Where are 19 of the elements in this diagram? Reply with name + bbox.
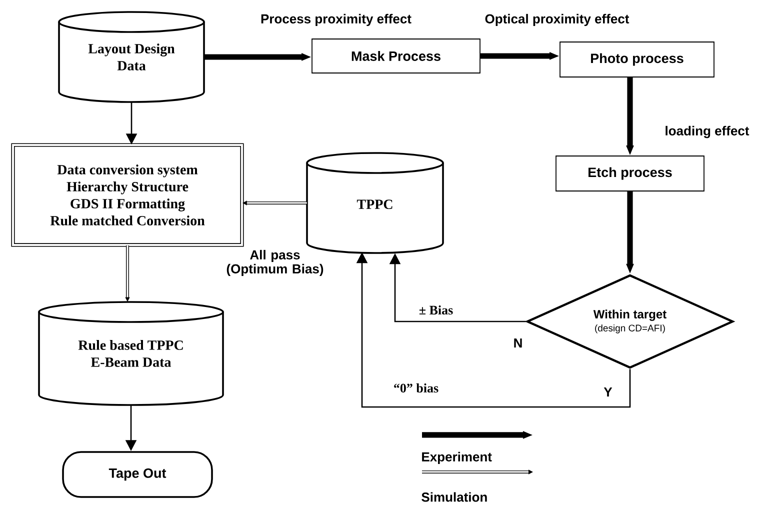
process-box: Etch process: [556, 156, 704, 192]
edge-label: “0” bias: [392, 382, 440, 394]
edge-label: ± Bias: [418, 304, 454, 316]
text-label: Y: [604, 388, 612, 396]
cylinder: TPPC: [306, 152, 444, 254]
cylinder: Layout Design Data: [58, 11, 205, 103]
terminal-box: Tape Out: [62, 451, 213, 498]
legend-label: Simulation: [422, 492, 487, 502]
edge-label: Process proximity effect: [260, 12, 412, 28]
cylinder: Rule based TPPC E-Beam Data: [38, 301, 224, 406]
edge-label: loading effect: [664, 124, 750, 140]
process-box: Mask Process: [312, 38, 480, 74]
node-label: TPPC: [356, 200, 392, 210]
node-label: Rule based TPPC E-Beam Data: [78, 340, 183, 367]
process-box: Data conversion system Hierarchy Structure GDS II Formatting Rule matched Conversion: [11, 143, 244, 247]
process-box: Photo process: [560, 42, 714, 78]
edge-label: Optical proximity effect: [484, 12, 630, 28]
legend-label: Experiment: [422, 452, 492, 464]
node-label: Layout Design Data: [88, 44, 175, 70]
